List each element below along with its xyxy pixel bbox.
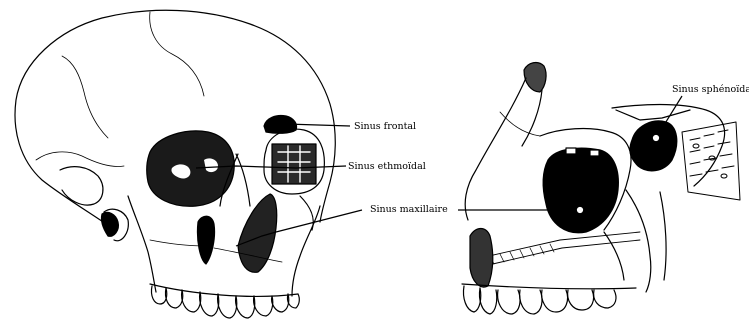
posterior-bone-hatching — [682, 122, 740, 200]
mastoid — [101, 212, 118, 236]
zygomatic-arch — [60, 167, 103, 205]
sphenoid-sinus — [630, 121, 677, 171]
cranial-suture — [62, 56, 108, 138]
orbit-left — [147, 131, 235, 206]
nasal-line — [522, 90, 542, 146]
ethmoid-cells — [272, 144, 316, 184]
sphenoid-body-2 — [616, 110, 690, 120]
upper-teeth — [151, 286, 299, 318]
nasal-aperture — [197, 216, 214, 264]
skull-sagittal-view — [462, 63, 740, 314]
pterygoid-plate-2 — [604, 232, 624, 280]
face-outline-left — [128, 196, 156, 292]
label-sinus-frontal: Sinus frontal — [354, 121, 416, 132]
temporal-line — [36, 152, 124, 167]
skull-frontal-view — [15, 10, 335, 318]
frontal-process — [465, 78, 526, 220]
ostium-1 — [566, 148, 576, 154]
leader-sphenoidal-dot — [654, 136, 659, 141]
upper-jaw-line — [150, 284, 298, 296]
palate-hatched — [480, 232, 640, 266]
nasal-bone-tip — [524, 63, 546, 92]
leader-maxillaire-dot — [578, 208, 583, 213]
label-sinus-maxillaire: Sinus maxillaire — [370, 204, 448, 215]
label-sinus-sphenoidal: Sinus sphénoïdal — [672, 84, 749, 95]
maxillary-sinus-section — [543, 148, 618, 233]
face-outline-right — [292, 206, 320, 296]
ostium-2 — [590, 150, 599, 156]
cranial-suture-2 — [150, 12, 204, 96]
posterior-wall — [660, 192, 666, 280]
upper-teeth-side — [463, 286, 616, 314]
anterior-maxilla — [470, 229, 493, 288]
label-sinus-ethmoidal: Sinus ethmoïdal — [348, 161, 426, 172]
